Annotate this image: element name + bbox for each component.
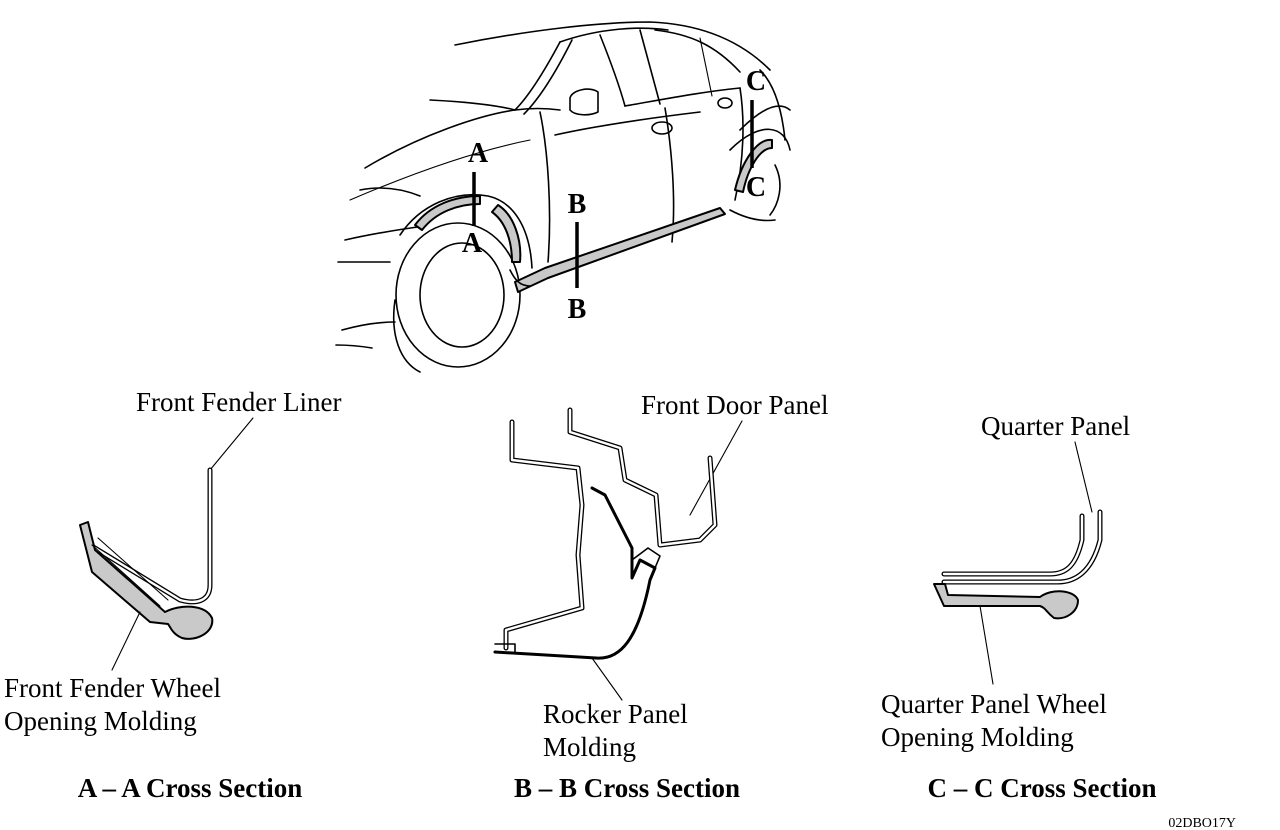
title-b-cross-section: B – B Cross Section bbox=[514, 773, 740, 803]
label-front-door-panel: Front Door Panel bbox=[641, 390, 828, 420]
section-marker-c: C C bbox=[746, 66, 766, 203]
cross-section-a: Front Fender Liner Front Fender Wheel Op… bbox=[4, 387, 341, 803]
label-quarter-panel: Quarter Panel bbox=[981, 411, 1130, 441]
figure-code: 02DBO17Y bbox=[1168, 816, 1236, 830]
marker-b-bottom: B bbox=[568, 294, 587, 325]
marker-a-top: A bbox=[468, 138, 489, 169]
label-quarter-panel-wheel-molding-line2: Opening Molding bbox=[881, 722, 1074, 752]
marker-c-top: C bbox=[746, 66, 766, 97]
marker-c-bottom: C bbox=[746, 172, 766, 203]
label-front-fender-wheel-molding-line2: Opening Molding bbox=[4, 706, 197, 736]
label-rocker-panel-molding-line1: Rocker Panel bbox=[543, 699, 688, 729]
cross-section-c: Quarter Panel Quarter Panel Wheel Openin… bbox=[881, 411, 1157, 803]
marker-b-top: B bbox=[568, 189, 587, 220]
marker-a-bottom: A bbox=[462, 228, 483, 259]
label-rocker-panel-molding-line2: Molding bbox=[543, 732, 636, 762]
cross-section-b: Front Door Panel Rocker Panel Molding B … bbox=[493, 390, 828, 803]
title-a-cross-section: A – A Cross Section bbox=[78, 773, 303, 803]
car-illustration bbox=[335, 21, 791, 373]
label-quarter-panel-wheel-molding-line1: Quarter Panel Wheel bbox=[881, 689, 1107, 719]
title-c-cross-section: C – C Cross Section bbox=[928, 773, 1157, 803]
section-marker-a: A A bbox=[462, 138, 489, 259]
label-front-fender-wheel-molding-line1: Front Fender Wheel bbox=[4, 673, 221, 703]
label-front-fender-liner: Front Fender Liner bbox=[136, 387, 341, 417]
section-marker-b: B B bbox=[568, 189, 587, 325]
